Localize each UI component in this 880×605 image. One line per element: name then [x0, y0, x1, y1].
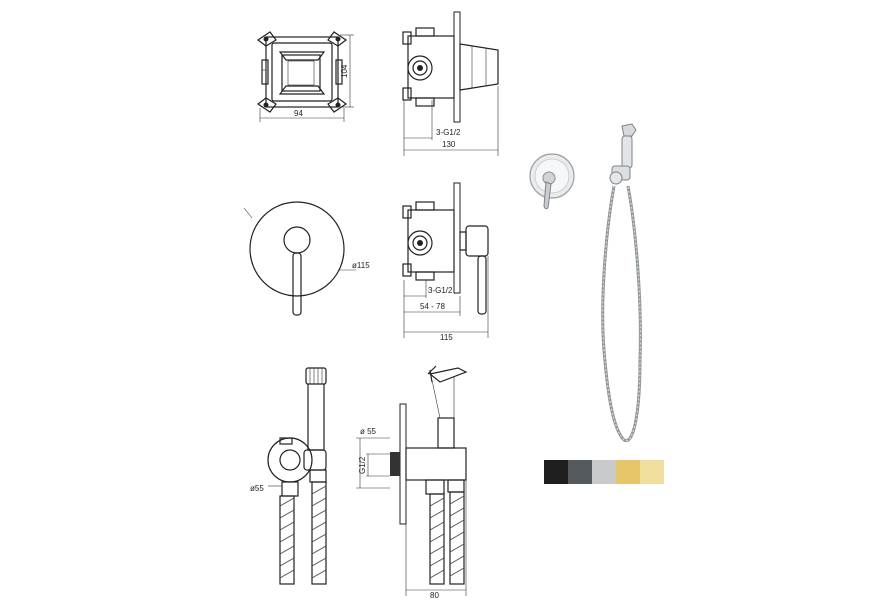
product-render [529, 123, 642, 443]
hand-shower-holder-view: ø55 [250, 367, 327, 585]
body-thread-label: 3-G1/2 [436, 128, 461, 137]
mixer-thread-label: 3-G1/2 [428, 286, 453, 295]
box-width-label: 94 [294, 109, 303, 118]
cover-plate-front-view: ø115 [243, 201, 370, 316]
mixer-side-view: 3-G1/2 54 - 78 115 [402, 182, 489, 342]
elbow-depth-label: 80 [430, 591, 439, 600]
elbow-diameter-label: ø 55 [360, 427, 377, 436]
plate-diameter-label: ø115 [352, 261, 370, 270]
swatch-brushed-gold[interactable] [616, 460, 640, 484]
swatch-chrome[interactable] [592, 460, 616, 484]
swatch-black[interactable] [544, 460, 568, 484]
box-height-label: 104 [340, 64, 349, 78]
wall-elbow-side-view: ø 55 G1/2 80 [356, 365, 468, 600]
finish-swatches [544, 460, 664, 484]
holder-diameter-label: ø55 [250, 484, 264, 493]
mounting-box-side-view: 3-G1/2 130 [402, 11, 499, 156]
mixer-depth-label: 115 [440, 333, 453, 342]
swatch-light-gold[interactable] [640, 460, 664, 484]
body-depth-label: 130 [442, 140, 456, 149]
swatch-gunmetal[interactable] [568, 460, 592, 484]
mounting-box-front-view: 94 104 [256, 31, 354, 122]
elbow-thread-label: G1/2 [358, 456, 367, 474]
mixer-range-label: 54 - 78 [420, 302, 445, 311]
